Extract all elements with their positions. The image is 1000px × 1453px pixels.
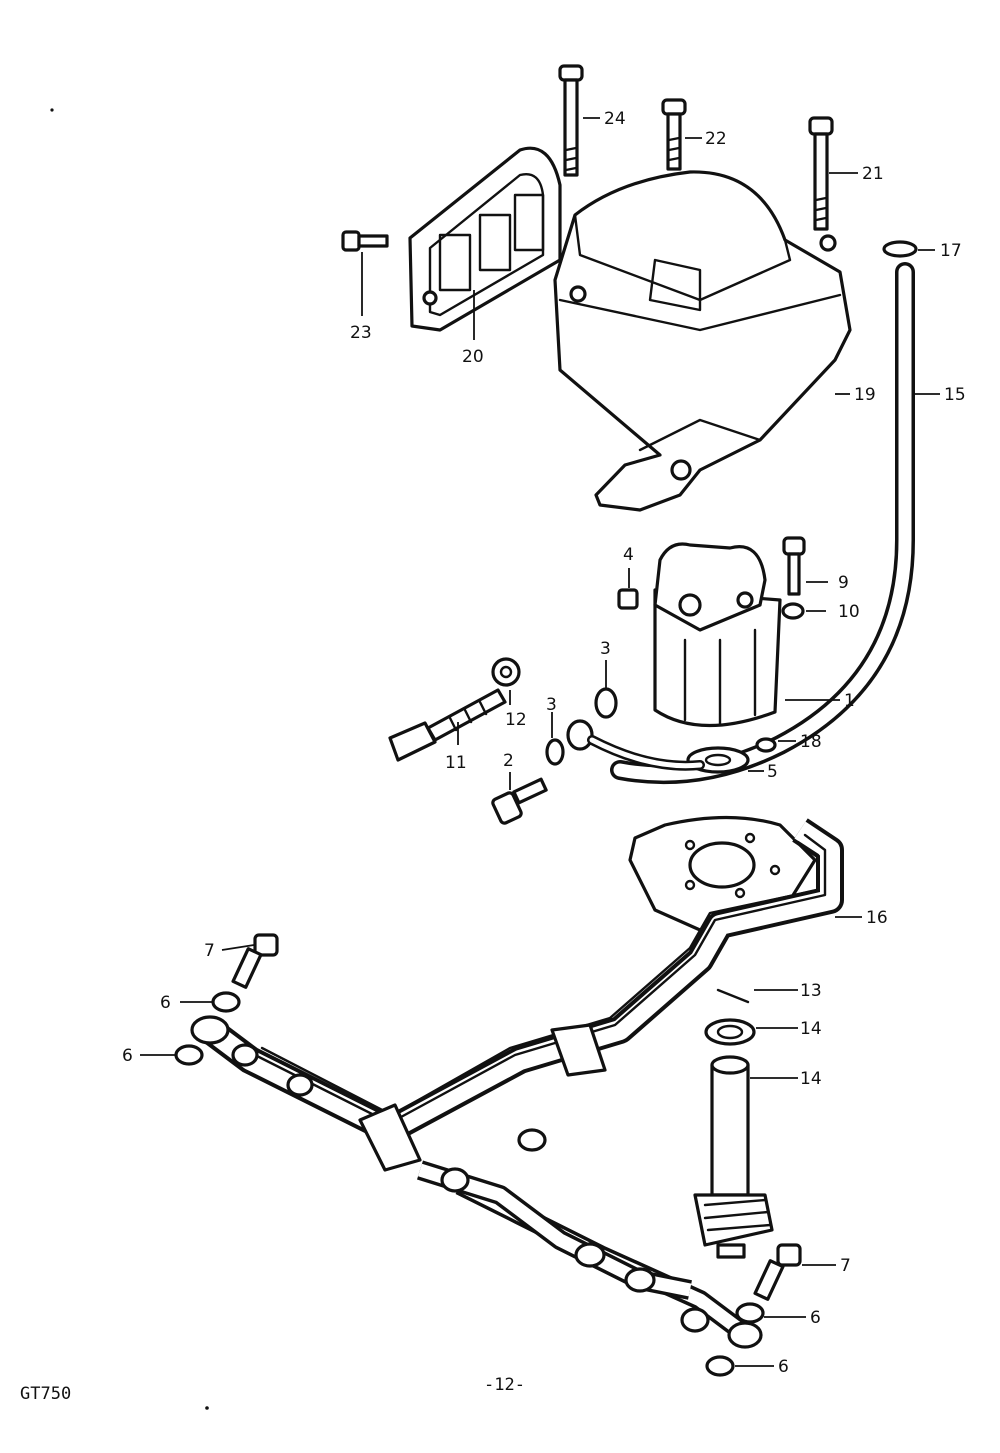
callout-14: 14 — [800, 1069, 822, 1089]
callout-17: 17 — [940, 241, 962, 261]
cover-part-19 — [553, 170, 852, 512]
screw-part-23 — [341, 230, 389, 252]
washer-part-3b — [545, 738, 565, 766]
callout-16: 16 — [866, 908, 888, 928]
callout-6a: 6 — [160, 993, 171, 1013]
callout-18: 18 — [800, 732, 822, 752]
speck-mark — [50, 108, 54, 112]
washer-part-3a — [594, 687, 618, 719]
callout-21: 21 — [862, 164, 884, 184]
callout-13: 14 — [800, 1019, 822, 1039]
leader-lines — [140, 117, 940, 1367]
screw-part-10 — [388, 688, 507, 762]
callout-6c: 6 — [810, 1308, 821, 1328]
shaft-part-14 — [693, 1055, 774, 1259]
callout-1: 1 — [844, 691, 855, 711]
hose-part-15 — [610, 262, 915, 785]
callout-9: 10 — [838, 602, 860, 622]
callout-4: 4 — [623, 545, 634, 565]
callout-labels: 24 22 21 17 23 20 19 15 4 9 10 3 12 3 1 … — [122, 109, 966, 1377]
nut-part-4 — [617, 588, 639, 610]
bolt-part-22 — [661, 98, 687, 171]
bolt-part-24 — [558, 64, 584, 177]
ground-lead-wire — [566, 719, 705, 771]
callout-12: 13 — [800, 981, 822, 1001]
callout-7a: 7 — [204, 941, 215, 961]
page-number: -12- — [484, 1375, 525, 1395]
callout-3b: 3 — [546, 695, 557, 715]
callout-15: 15 — [944, 385, 966, 405]
washer-part-13 — [704, 1018, 756, 1046]
callout-3a: 3 — [600, 639, 611, 659]
clamp-part-17 — [882, 240, 918, 258]
washer-part-6d — [705, 1355, 735, 1377]
washer-part-6a — [211, 991, 241, 1013]
washer-part-18 — [755, 737, 777, 753]
callout-24: 24 — [604, 109, 626, 129]
speck-mark — [205, 1406, 209, 1410]
callout-19: 19 — [854, 385, 876, 405]
callout-10: 11 — [445, 753, 467, 773]
pump-body-part-1 — [653, 542, 782, 728]
callout-6b: 6 — [122, 1046, 133, 1066]
washer-part-6c — [735, 1302, 765, 1324]
washer-part-9 — [781, 602, 805, 620]
callout-5: 5 — [767, 762, 778, 782]
model-code: GT750 — [20, 1384, 71, 1404]
gasket-part-20 — [408, 146, 562, 332]
wiring-harness — [190, 818, 844, 1349]
callout-22: 22 — [705, 129, 727, 149]
callout-6d: 6 — [778, 1357, 789, 1377]
callout-20: 20 — [462, 347, 484, 367]
bolt-part-8 — [782, 536, 806, 596]
callout-2: 2 — [503, 751, 514, 771]
callout-8: 9 — [838, 573, 849, 593]
callout-11: 12 — [505, 710, 527, 730]
screw-part-7a — [231, 933, 279, 989]
callout-23: 23 — [350, 323, 372, 343]
bolt-part-2 — [491, 777, 548, 825]
bolt-part-21 — [808, 116, 834, 231]
nut-part-11 — [491, 657, 521, 687]
screw-part-7b — [753, 1243, 802, 1301]
callout-7b: 7 — [840, 1256, 851, 1276]
pin-part-12 — [716, 988, 750, 1004]
washer-part-6b — [174, 1044, 204, 1066]
